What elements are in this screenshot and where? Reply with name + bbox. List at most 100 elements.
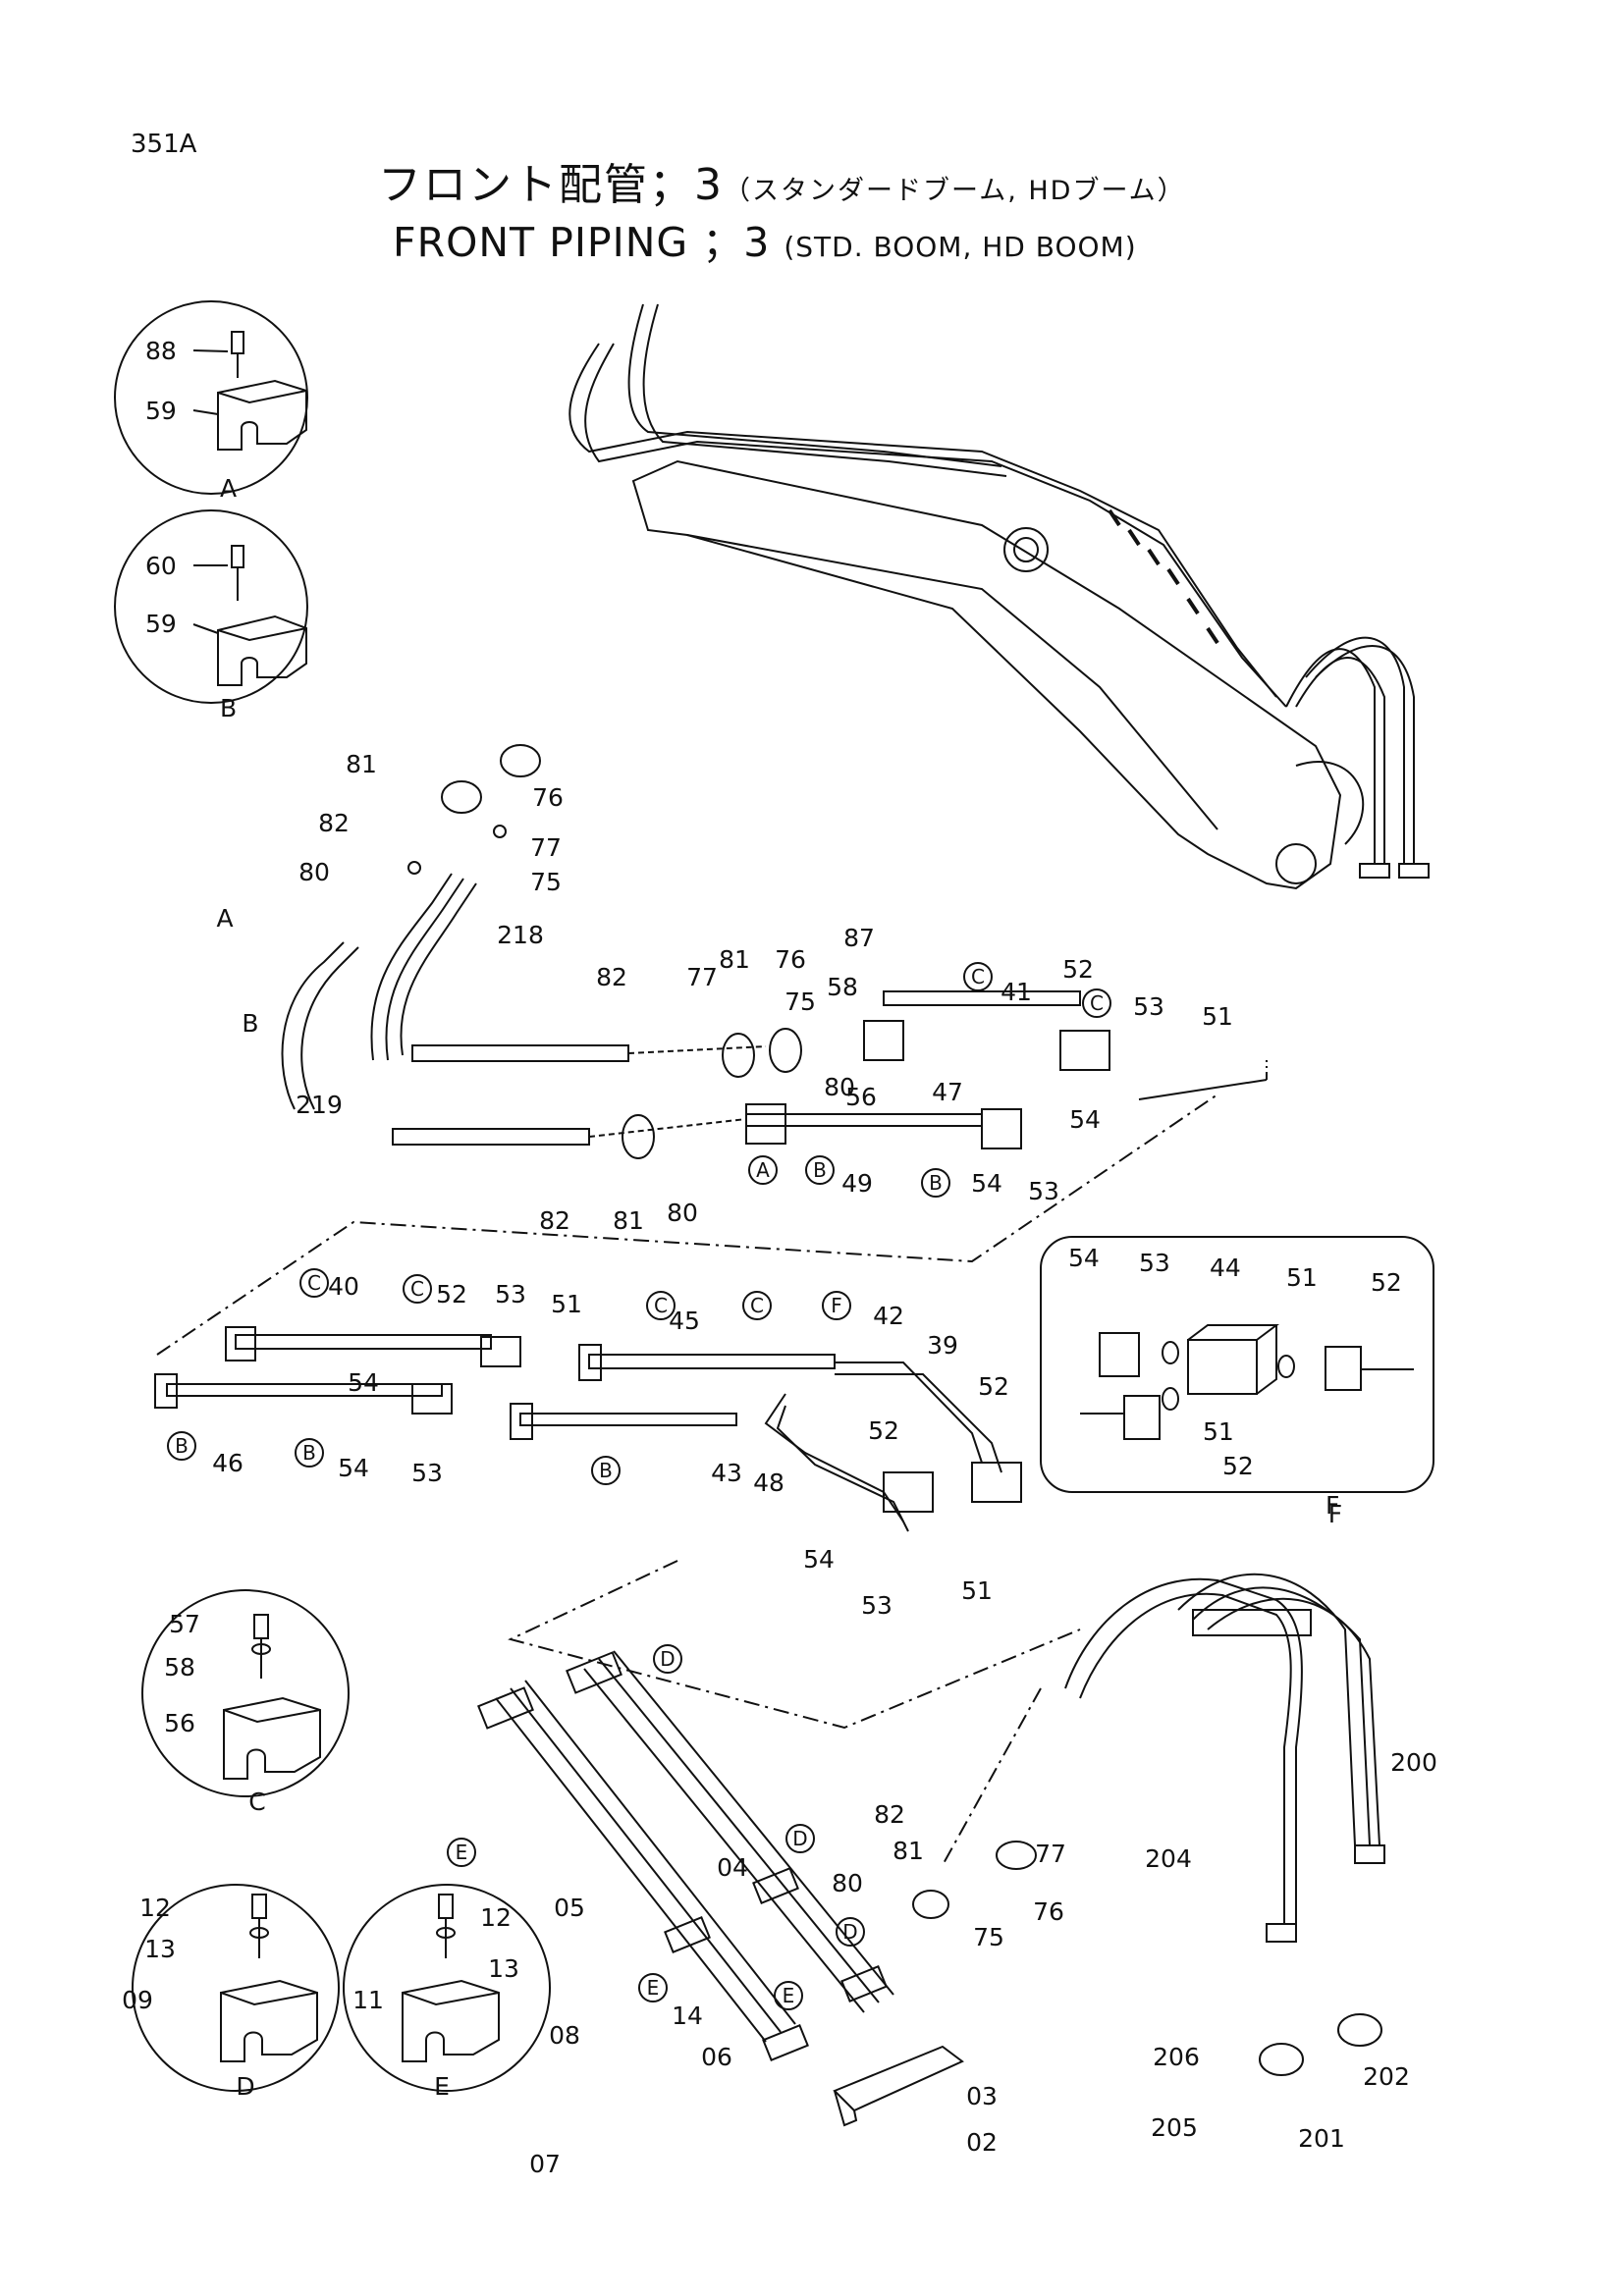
callout-part-number: 43 <box>711 1459 742 1487</box>
callout-part-number: 05 <box>554 1894 585 1922</box>
callout-part-number: 13 <box>488 1954 519 1983</box>
callout-letter: A <box>756 1158 770 1182</box>
callout-part-number: 82 <box>596 963 627 991</box>
callout-part-number: 52 <box>868 1416 899 1445</box>
callout-part-number: 03 <box>966 2082 998 2110</box>
callout-part-number: 52 <box>436 1280 467 1308</box>
o-ring-icon <box>493 825 507 838</box>
callout-part-number: 53 <box>1133 992 1164 1021</box>
callout-letter-circle <box>646 1291 676 1320</box>
detail-f-frame <box>1040 1236 1434 1493</box>
o-ring-icon <box>1162 1387 1179 1411</box>
callout-part-number: 39 <box>927 1331 958 1360</box>
clamp-block-icon <box>402 1979 500 2062</box>
callout-part-number: D <box>236 2072 254 2101</box>
clamp-icon <box>752 1867 799 1904</box>
clamp-block-icon <box>223 1696 321 1780</box>
boom-assembly <box>568 303 1430 890</box>
callout-letter: E <box>456 1841 468 1864</box>
detail-c-circle <box>141 1589 350 1797</box>
callout-letter-circle <box>774 1981 803 2010</box>
callout-letter-circle <box>805 1155 835 1185</box>
pipe-40 <box>235 1334 492 1350</box>
hose-204 <box>1064 1577 1303 1924</box>
callout-part-number: A <box>216 904 233 933</box>
callout-part-number: 219 <box>296 1091 343 1119</box>
callout-part-number: 205 <box>1151 2113 1198 2142</box>
flange-icon <box>441 780 482 814</box>
flange-block-icon <box>883 1471 934 1513</box>
bolt-icon <box>231 545 244 601</box>
detail-a: 88 59 A <box>114 300 308 503</box>
flange-block-icon <box>863 1020 904 1061</box>
callout-letter-circle <box>1082 988 1111 1018</box>
callout-part-number: 08 <box>549 2021 580 2050</box>
pipe-05 <box>495 1697 767 2043</box>
callout-letter-circle <box>295 1438 324 1468</box>
washer-icon <box>436 1927 456 1939</box>
callout-letter-circle <box>742 1291 772 1320</box>
detail-part-label: 52 <box>1371 1268 1402 1297</box>
flange-block-icon <box>1325 1346 1362 1391</box>
clamp-icon <box>477 1686 534 1730</box>
callout-part-number: 202 <box>1363 2062 1410 2091</box>
flange-block-icon <box>971 1462 1022 1503</box>
o-ring-icon <box>407 861 421 875</box>
callout-letter-circle <box>822 1291 851 1320</box>
assembly-boundary-line <box>508 1560 1081 1730</box>
clamp-icon <box>566 1651 622 1694</box>
detail-d <box>132 1884 340 2092</box>
callout-letter: B <box>813 1158 827 1182</box>
valve-block-icon <box>1187 1339 1258 1395</box>
title-japanese: フロント配管；3（スタンダードブーム, HDブーム） <box>378 149 1186 212</box>
callout-part-number: 80 <box>832 1869 863 1897</box>
callout-part-number: 48 <box>753 1468 784 1497</box>
callout-part-number: 56 <box>164 1709 195 1737</box>
callout-part-number: 13 <box>144 1935 176 1963</box>
detail-f: 54 53 44 51 52 51 52 F <box>1040 1236 1434 1520</box>
callout-part-number: 51 <box>551 1290 582 1318</box>
callout-part-number: 52 <box>1062 955 1094 984</box>
detail-part-label: 52 <box>1222 1452 1254 1480</box>
callout-part-number: 53 <box>411 1459 443 1487</box>
detail-part-label: 44 <box>1210 1254 1241 1282</box>
flange-block-icon <box>745 1103 786 1145</box>
detail-c <box>141 1589 350 1797</box>
callout-letter-circle <box>921 1168 950 1198</box>
callout-letter-circle <box>167 1431 196 1461</box>
callout-part-number: 11 <box>352 1986 384 2014</box>
callout-part-number: 218 <box>497 921 544 949</box>
callout-part-number: 46 <box>212 1449 243 1477</box>
boom-hose-bundle <box>568 303 1430 879</box>
callout-part-number: 58 <box>827 973 858 1001</box>
title-japanese-sub: （スタンダードブーム, HDブーム） <box>724 176 1186 206</box>
callout-part-number: 75 <box>973 1923 1004 1951</box>
callout-letter: B <box>302 1441 316 1465</box>
callout-letter: B <box>929 1171 943 1195</box>
callout-part-number: 80 <box>667 1199 698 1227</box>
clamp-icon <box>762 2024 809 2061</box>
callout-part-number: 41 <box>1001 978 1032 1006</box>
callout-part-number: 75 <box>530 868 562 896</box>
callout-part-number: 56 <box>845 1083 877 1111</box>
callout-part-number: 76 <box>1033 1897 1064 1926</box>
callout-letter: C <box>1090 991 1104 1015</box>
flange-icon <box>722 1033 755 1078</box>
callout-letter: F <box>831 1294 842 1317</box>
callout-part-number: 82 <box>318 809 350 837</box>
title-english-sub: (STD. BOOM, HD BOOM) <box>784 231 1137 263</box>
callout-part-number: 09 <box>122 1986 153 2014</box>
clamp-icon <box>840 1965 888 2002</box>
callout-letter-circle <box>299 1268 329 1298</box>
detail-part-label: 59 <box>145 397 177 425</box>
detail-part-label: 88 <box>145 337 177 365</box>
callout-part-number: F <box>1328 1500 1342 1528</box>
callout-part-number: 06 <box>701 2043 732 2071</box>
callout-letter-circle <box>447 1838 476 1867</box>
flange-block-icon <box>1123 1395 1161 1440</box>
callout-part-number: 12 <box>139 1894 171 1922</box>
callout-part-number: 75 <box>784 988 816 1016</box>
callout-letter: D <box>842 1920 857 1944</box>
callout-part-number: 51 <box>961 1576 993 1605</box>
